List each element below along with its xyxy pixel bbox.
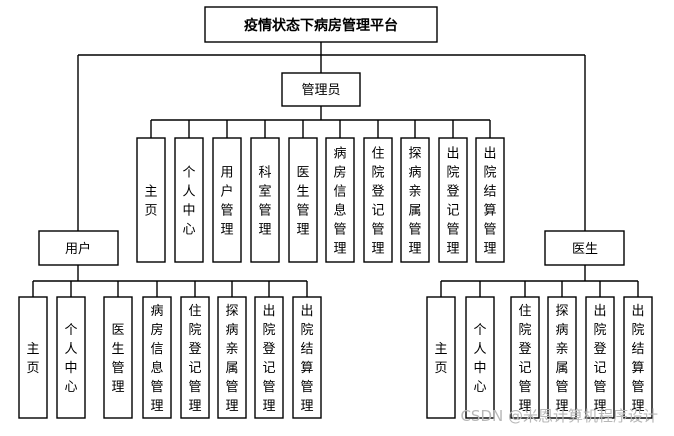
doctor-module-label: 探病亲属管理 bbox=[555, 304, 568, 414]
doctor-module-box bbox=[510, 296, 540, 419]
admin-module-label: 科室管理 bbox=[258, 166, 271, 238]
user-modules: 主页 个人中心 医生管理 病房信息管理 住院登记管理 探病亲属管理 出院登记管理 出院结算管理 bbox=[18, 281, 322, 419]
admin-module-box bbox=[475, 137, 505, 263]
admin-module-label: 主页 bbox=[144, 185, 157, 219]
doctor-module-box bbox=[465, 296, 495, 419]
user-module-box bbox=[254, 296, 284, 419]
user-module-label: 出院登记管理 bbox=[262, 304, 275, 414]
admin-module-box bbox=[250, 137, 280, 263]
watermark: CSDN @米恩计算机程序设计 bbox=[460, 407, 658, 425]
user-module-label: 主页 bbox=[26, 342, 39, 376]
doctor-module-box bbox=[623, 296, 653, 419]
admin-module-box bbox=[288, 137, 318, 263]
admin-module-box bbox=[363, 137, 393, 263]
doctor-module-label: 主页 bbox=[434, 342, 447, 376]
doctor-module-label: 出院结算管理 bbox=[631, 304, 644, 414]
doctor-module-box bbox=[585, 296, 615, 419]
admin-module-box bbox=[174, 137, 204, 263]
admin-module-label: 探病亲属管理 bbox=[408, 147, 421, 257]
doctor-module-label: 住院登记管理 bbox=[518, 304, 531, 414]
admin-node: 管理员 bbox=[281, 72, 361, 107]
doctor-module-label: 个人中心 bbox=[473, 323, 486, 395]
user-module-label: 医生管理 bbox=[111, 323, 124, 395]
admin-module-box bbox=[400, 137, 430, 263]
user-module-box bbox=[217, 296, 247, 419]
admin-module-label: 住院登记管理 bbox=[371, 147, 384, 257]
admin-module-box bbox=[136, 137, 166, 263]
admin-module-label: 病房信息管理 bbox=[333, 147, 346, 257]
user-module-label: 住院登记管理 bbox=[188, 304, 201, 414]
admin-modules: 主页 个人中心 用户管理 科室管理 医生管理 病房信息管理 住院登记管理 探病亲属管理 出院登记… bbox=[136, 120, 505, 263]
doctor-module-box bbox=[426, 296, 456, 419]
root-node: 疫情状态下病房管理平台 bbox=[204, 6, 438, 43]
admin-module-label: 出院登记管理 bbox=[446, 147, 459, 257]
admin-module-label: 医生管理 bbox=[296, 166, 309, 238]
user-module-box bbox=[142, 296, 172, 419]
doctor-modules: 主页 个人中心 住院登记管理 探病亲属管理 出院登记管理 出院结算管理 bbox=[426, 281, 653, 419]
user-module-label: 病房信息管理 bbox=[150, 304, 163, 414]
doctor-node: 医生 bbox=[544, 230, 625, 266]
user-label: 用户 bbox=[65, 241, 91, 257]
admin-module-box bbox=[438, 137, 468, 263]
admin-module-label: 个人中心 bbox=[182, 166, 195, 238]
root-title: 疫情状态下病房管理平台 bbox=[244, 17, 398, 34]
user-module-box bbox=[180, 296, 210, 419]
admin-module-box bbox=[325, 137, 355, 263]
user-module-label: 出院结算管理 bbox=[300, 304, 313, 414]
user-module-box bbox=[56, 296, 86, 419]
user-module-box bbox=[18, 296, 48, 419]
doctor-label: 医生 bbox=[572, 242, 598, 257]
user-module-box bbox=[292, 296, 322, 419]
doctor-module-label: 出院登记管理 bbox=[593, 304, 606, 414]
user-module-label: 个人中心 bbox=[64, 323, 77, 395]
admin-module-label: 用户管理 bbox=[220, 166, 233, 238]
user-module-box bbox=[103, 296, 133, 419]
doctor-module-box bbox=[547, 296, 577, 419]
connector-lines bbox=[33, 42, 638, 282]
user-module-label: 探病亲属管理 bbox=[225, 304, 238, 414]
user-node: 用户 bbox=[38, 230, 119, 266]
admin-label: 管理员 bbox=[301, 83, 340, 98]
admin-module-label: 出院结算管理 bbox=[483, 147, 496, 257]
admin-module-box bbox=[212, 137, 242, 263]
